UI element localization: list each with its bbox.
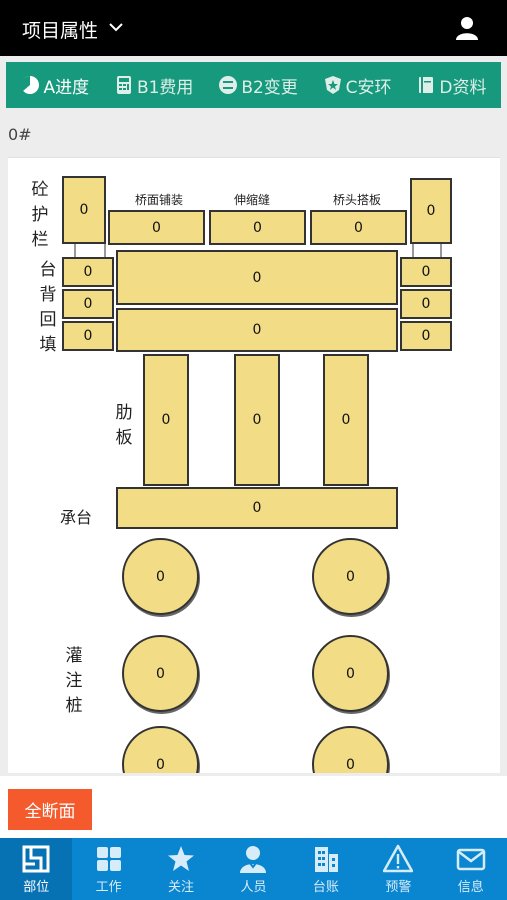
backfill-right-3[interactable]: 0: [400, 321, 452, 351]
pile-cap-box[interactable]: 0: [116, 487, 398, 529]
backfill-right-2[interactable]: 0: [400, 289, 452, 319]
pile-cap-label: 承台: [60, 508, 93, 527]
connector-line: [104, 244, 106, 258]
nav-item-messages[interactable]: 信息: [435, 838, 507, 900]
star-icon: [168, 846, 195, 871]
location-grid-icon: [22, 845, 50, 873]
bored-pile-1[interactable]: 0: [122, 538, 199, 615]
progress-pie-icon: [21, 75, 40, 94]
tab-label: A进度: [43, 77, 90, 98]
bored-pile-3[interactable]: 0: [122, 635, 199, 712]
approach-slab-label: 桥头搭板: [333, 193, 382, 207]
expansion-joint-label: 伸缩缝: [234, 193, 271, 207]
bored-pile-6[interactable]: 0: [312, 726, 389, 773]
top-bar: 项目属性: [0, 0, 507, 56]
nav-item-warning[interactable]: 预警: [362, 838, 434, 900]
connector-line: [412, 244, 414, 258]
nav-item-personnel[interactable]: 人员: [217, 838, 289, 900]
nav-item-location[interactable]: 部位: [0, 838, 73, 900]
deck-paving-box[interactable]: 0: [108, 210, 205, 245]
guardrail-right[interactable]: 0: [410, 178, 452, 244]
nav-item-work[interactable]: 工作: [72, 838, 144, 900]
connector-line: [440, 244, 442, 258]
rib-plate-3[interactable]: 0: [323, 354, 369, 486]
chevron-down-icon[interactable]: [108, 19, 124, 35]
tab-progress[interactable]: A进度: [20, 73, 89, 98]
building-icon: [314, 847, 338, 872]
person-icon: [240, 846, 267, 873]
safety-shield-icon: [324, 76, 341, 94]
nav-item-ledger[interactable]: 台账: [290, 838, 362, 900]
tab-label: B2变更: [241, 77, 298, 98]
rib-plate-1[interactable]: 0: [143, 354, 189, 486]
tab-label: B1费用: [136, 77, 194, 98]
nav-label: 信息: [457, 880, 484, 895]
nav-label: 台账: [312, 880, 339, 895]
rib-plate-2[interactable]: 0: [234, 354, 280, 486]
nav-label: 工作: [95, 880, 122, 895]
guardrail-left[interactable]: 0: [62, 176, 106, 244]
tab-safety[interactable]: C安环: [323, 73, 392, 98]
deck-paving-label: 桥面铺装: [135, 193, 184, 207]
bored-pile-4[interactable]: 0: [312, 635, 389, 712]
nav-label: 关注: [168, 880, 195, 895]
abutment-lower-box[interactable]: 0: [116, 308, 398, 352]
backfill-left-2[interactable]: 0: [62, 289, 114, 319]
bottom-nav: 部位 工作 关注 人员 台账 预警 信息: [0, 838, 507, 900]
bored-pile-label: 灌注桩: [65, 646, 83, 716]
nav-label: 预警: [385, 880, 412, 895]
nav-item-follow[interactable]: 关注: [145, 838, 217, 900]
grid-icon: [96, 847, 121, 871]
tab-label: D资料: [439, 77, 487, 98]
tab-documents[interactable]: D资料: [416, 73, 487, 98]
user-icon[interactable]: [456, 16, 478, 40]
guardrail-label: 砼护栏: [31, 180, 49, 250]
tab-label: C安环: [345, 77, 392, 98]
expansion-joint-box[interactable]: 0: [209, 210, 306, 245]
full-section-button[interactable]: 全断面: [8, 789, 92, 830]
connector-line: [74, 244, 76, 258]
tab-change[interactable]: B2变更: [218, 73, 298, 98]
backfill-left-1[interactable]: 0: [62, 257, 114, 287]
backfill-label: 台背回填: [39, 260, 57, 355]
nav-label: 人员: [240, 880, 267, 895]
mail-icon: [456, 848, 485, 871]
tab-cost[interactable]: B1费用: [114, 73, 193, 98]
category-tabs: A进度 B1费用 B2变更 C安环 D资料: [6, 62, 501, 108]
approach-slab-box[interactable]: 0: [310, 210, 407, 245]
project-properties-title[interactable]: 项目属性: [22, 20, 99, 42]
bridge-abutment-diagram: 砼护栏 0 0 桥面铺装 伸缩缝 桥头搭板 0 0 0 台背回填 0 0 0 0…: [8, 157, 500, 773]
bored-pile-2[interactable]: 0: [312, 538, 389, 615]
bored-pile-5[interactable]: 0: [122, 726, 199, 773]
change-icon: [219, 76, 238, 94]
warning-icon: [383, 844, 414, 873]
abutment-upper-box[interactable]: 0: [116, 250, 398, 305]
position-label: 0#: [8, 125, 32, 144]
backfill-left-3[interactable]: 0: [62, 321, 114, 351]
book-icon: [419, 77, 434, 93]
backfill-right-1[interactable]: 0: [400, 257, 452, 287]
rib-plate-label: 肋板: [115, 403, 133, 448]
calculator-icon: [116, 76, 131, 94]
nav-label: 部位: [23, 880, 50, 895]
